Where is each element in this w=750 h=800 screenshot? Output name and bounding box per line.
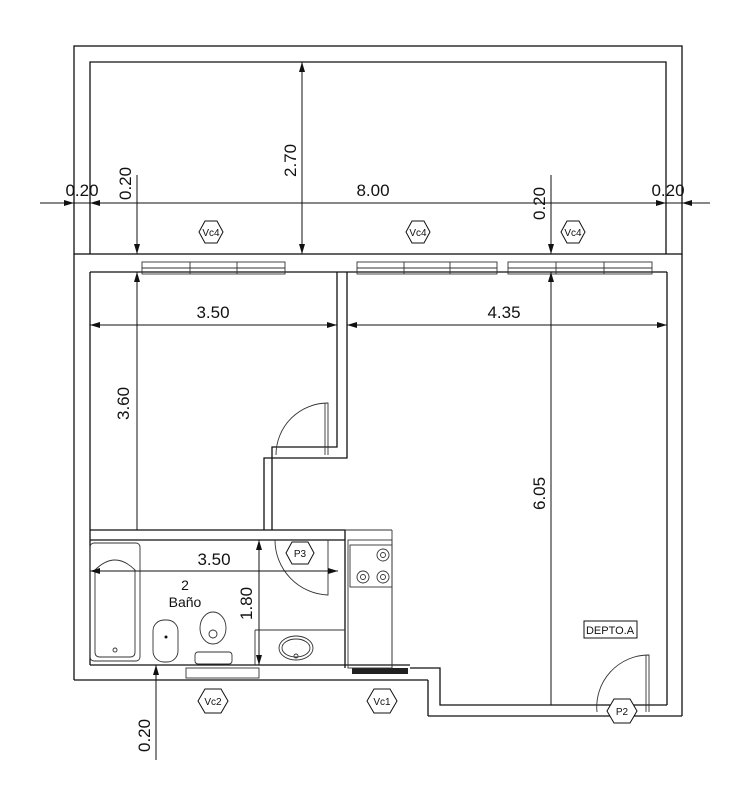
svg-text:Vc4: Vc4 — [409, 228, 427, 239]
svg-text:Vc4: Vc4 — [202, 228, 220, 239]
dim-living-width: 4.35 — [487, 303, 520, 322]
room-name: Baño — [169, 594, 202, 610]
bidet — [152, 619, 179, 663]
unit-label-box — [583, 620, 638, 639]
dim-wall-mid-v: 0.20 — [530, 187, 549, 220]
dim-bedroom-width: 3.50 — [196, 303, 229, 322]
dim-bath-depth: 1.80 — [237, 587, 256, 620]
tag-vc4-c: Vc4 — [560, 220, 586, 244]
svg-text:P3: P3 — [294, 549, 307, 560]
tag-vc4-b: Vc4 — [405, 220, 431, 244]
stove — [356, 548, 390, 584]
dim-bedroom-depth: 3.60 — [114, 387, 133, 420]
dim-balcony-depth: 2.70 — [281, 144, 300, 177]
dim-bath-width: 3.50 — [197, 550, 230, 569]
sink — [278, 635, 314, 661]
room-number: 2 — [181, 577, 189, 593]
dim-wall-right: 0.20 — [651, 181, 684, 200]
svg-text:Vc2: Vc2 — [204, 697, 222, 708]
dim-total-width: 8.00 — [356, 181, 389, 200]
tag-vc4-a: Vc4 — [198, 220, 224, 244]
svg-text:Vc1: Vc1 — [373, 697, 391, 708]
dimension-lines — [40, 62, 710, 760]
doors — [274, 402, 650, 713]
tag-p2: P2 — [606, 698, 638, 724]
unit-label: DEPTO.A — [586, 625, 635, 637]
windows — [141, 261, 653, 679]
bathtub — [89, 542, 141, 662]
dim-wall-left: 0.20 — [65, 181, 98, 200]
dim-living-depth: 6.05 — [530, 477, 549, 510]
partitions — [90, 272, 393, 669]
balcony — [73, 45, 683, 255]
svg-text:P2: P2 — [616, 707, 629, 718]
toilet — [194, 611, 233, 665]
svg-text:Vc4: Vc4 — [564, 228, 582, 239]
tag-vc2: Vc2 — [197, 688, 229, 714]
dim-wall-left-v: 0.20 — [116, 167, 135, 200]
tag-vc1: Vc1 — [366, 688, 398, 714]
tag-p3: P3 — [285, 541, 315, 565]
dim-bottom-wall: 0.20 — [135, 719, 154, 752]
exterior-walls — [73, 254, 683, 717]
